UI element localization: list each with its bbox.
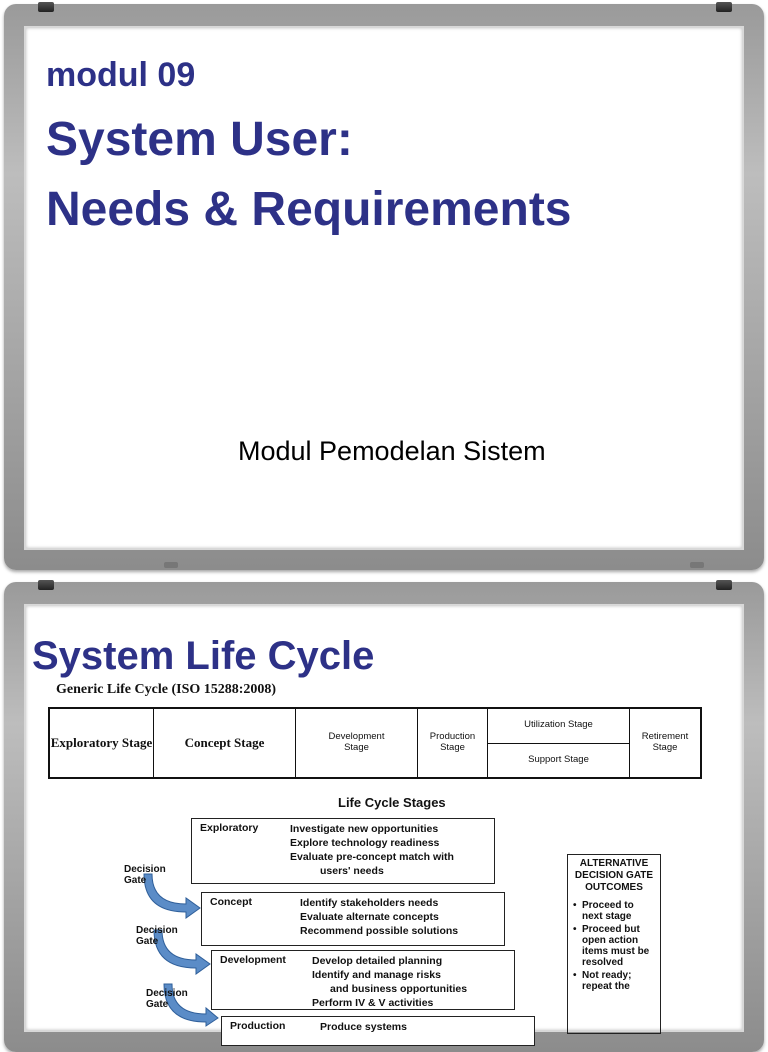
board-clip bbox=[716, 580, 732, 590]
curved-arrow-icon bbox=[153, 929, 211, 975]
slide-kicker: modul 09 bbox=[46, 56, 196, 94]
box-exploratory: Exploratory Investigate new opportunitie… bbox=[191, 818, 495, 884]
stage-utilization-support: Utilization Stage Support Stage bbox=[488, 709, 630, 777]
board-clip bbox=[164, 562, 178, 568]
stage-development: Development Stage bbox=[296, 709, 418, 777]
outcome-item: Not ready; repeat the bbox=[573, 970, 655, 992]
generic-life-cycle-label: Generic Life Cycle (ISO 15288:2008) bbox=[56, 682, 277, 697]
life-cycle-title: Life Cycle Stages bbox=[338, 795, 446, 810]
alternative-outcomes-header: ALTERNATIVE DECISION GATE OUTCOMES bbox=[574, 858, 654, 893]
curved-arrow-icon bbox=[143, 873, 201, 919]
board-clip bbox=[38, 580, 54, 590]
board-clip bbox=[690, 562, 704, 568]
slide-1-whiteboard bbox=[4, 2, 764, 570]
box-concept: Concept Identify stakeholders needs Eval… bbox=[201, 892, 505, 946]
outcome-item: Proceed to next stage bbox=[573, 900, 655, 922]
board-clip bbox=[716, 2, 732, 12]
stage-support: Support Stage bbox=[528, 753, 589, 765]
slide-title: System Life Cycle bbox=[32, 634, 375, 678]
slide-1-surface bbox=[24, 26, 744, 550]
slide-title-line-2: Needs & Requirements bbox=[46, 183, 572, 236]
stage-table: Exploratory Stage Concept Stage Developm… bbox=[48, 707, 702, 779]
stage-exploratory: Exploratory Stage bbox=[50, 709, 154, 777]
box-production: Production Produce systems bbox=[221, 1016, 535, 1046]
alternative-outcomes-box: ALTERNATIVE DECISION GATE OUTCOMES Proce… bbox=[567, 854, 661, 1034]
board-clip bbox=[38, 2, 54, 12]
slide-subtitle: Modul Pemodelan Sistem bbox=[238, 436, 546, 466]
stage-utilization: Utilization Stage bbox=[488, 709, 629, 744]
stage-production: Production Stage bbox=[418, 709, 488, 777]
box-development: Development Develop detailed planning Id… bbox=[211, 950, 515, 1010]
outcome-item: Proceed but open action items must be re… bbox=[573, 924, 655, 968]
stage-retirement: Retirement Stage bbox=[641, 731, 689, 753]
slide-title-line-1: System User: bbox=[46, 113, 353, 166]
stage-concept: Concept Stage bbox=[154, 709, 296, 777]
